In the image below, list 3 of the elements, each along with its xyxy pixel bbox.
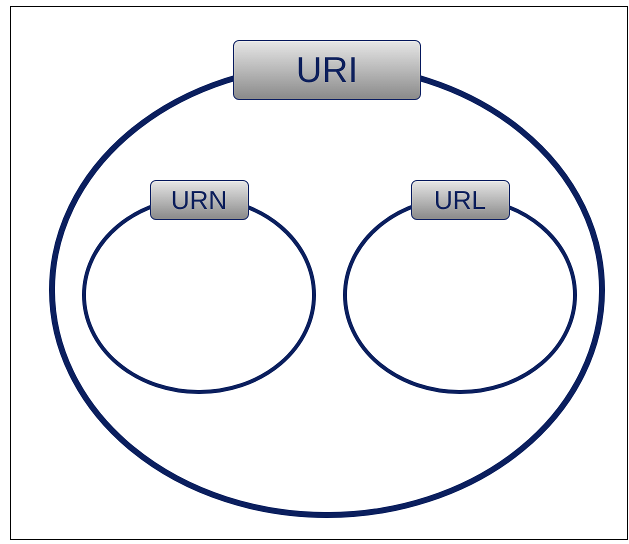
label-tag: URI <box>233 40 421 100</box>
label-tag: URN <box>150 180 248 220</box>
label-tag: URL <box>410 180 510 220</box>
